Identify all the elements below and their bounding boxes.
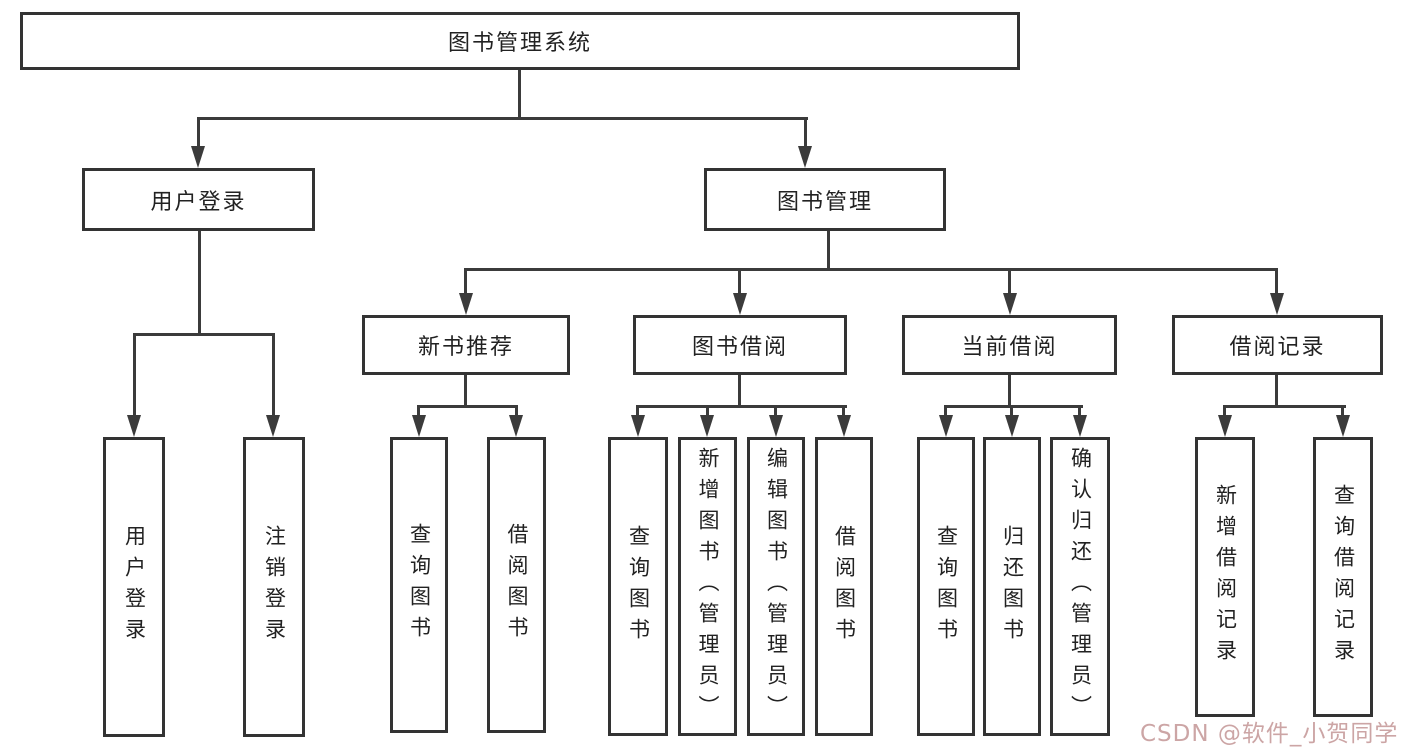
leaf-query-books-current: 查询图书: [917, 437, 975, 736]
arrow-down-icon: [1073, 415, 1087, 437]
arrow-down-icon: [459, 293, 473, 315]
connector-l2-branch: [197, 117, 808, 120]
leaf-return-books: 归还图书: [983, 437, 1041, 736]
leaf-query-books-recommend: 查询图书: [390, 437, 448, 733]
leaf-label: 编辑图书（管理员）: [764, 447, 789, 726]
arrow-down-icon: [837, 415, 851, 437]
leaf-label: 归还图书: [1000, 524, 1025, 649]
connector-drop: [133, 333, 136, 417]
leaf-add-book-admin: 新增图书（管理员）: [678, 437, 737, 736]
arrow-down-icon: [1003, 293, 1017, 315]
leaf-label: 用户登录: [122, 525, 147, 649]
arrow-down-icon: [1005, 415, 1019, 437]
arrow-down-icon: [769, 415, 783, 437]
leaf-label: 借阅图书: [832, 524, 857, 649]
arrow-down-icon: [412, 415, 426, 437]
connector-drop: [1078, 405, 1081, 417]
connector-stem: [1275, 375, 1278, 407]
arrow-down-icon: [1336, 415, 1350, 437]
arrow-down-icon: [266, 415, 280, 437]
connector-drop: [515, 405, 518, 417]
connector-drop: [1010, 405, 1013, 417]
connector-drop: [197, 117, 200, 147]
connector-drop: [636, 405, 639, 417]
connector-drop: [1341, 405, 1344, 417]
connector-stem: [464, 375, 467, 407]
connector-branch: [133, 333, 275, 336]
connector-drop: [1275, 268, 1278, 295]
leaf-label: 查询图书: [407, 523, 432, 647]
connector-drop: [774, 405, 777, 417]
leaf-label: 借阅图书: [505, 523, 530, 647]
leaf-label: 查询图书: [626, 524, 651, 649]
connector-root-stem: [518, 70, 521, 118]
leaf-label: 确认归还（管理员）: [1068, 447, 1093, 726]
connector-stem: [198, 231, 201, 335]
leaf-confirm-return-admin: 确认归还（管理员）: [1050, 437, 1110, 736]
connector-drop: [464, 268, 467, 295]
connector-drop: [417, 405, 420, 417]
leaf-borrow-books-recommend: 借阅图书: [487, 437, 546, 733]
leaf-query-borrow-record: 查询借阅记录: [1313, 437, 1373, 717]
leaf-user-login: 用户登录: [103, 437, 165, 737]
connector-stem: [827, 231, 830, 271]
connector-l3-branch: [464, 268, 1278, 271]
leaf-label: 查询图书: [934, 524, 959, 649]
arrow-down-icon: [733, 293, 747, 315]
arrow-down-icon: [1270, 293, 1284, 315]
leaf-edit-book-admin: 编辑图书（管理员）: [747, 437, 805, 736]
leaf-label: 查询借阅记录: [1331, 484, 1356, 670]
arrow-down-icon: [191, 146, 205, 168]
node-root: 图书管理系统: [20, 12, 1020, 70]
arrow-down-icon: [127, 415, 141, 437]
leaf-label: 新增借阅记录: [1213, 484, 1238, 670]
connector-stem: [738, 375, 741, 407]
connector-drop: [1008, 268, 1011, 295]
leaf-label: 新增图书（管理员）: [696, 447, 721, 726]
node-current-borrowing: 当前借阅: [902, 315, 1117, 375]
connector-drop: [272, 333, 275, 417]
connector-drop: [738, 268, 741, 295]
connector-stem: [1008, 375, 1011, 407]
arrow-down-icon: [509, 415, 523, 437]
leaf-logout: 注销登录: [243, 437, 305, 737]
arrow-down-icon: [939, 415, 953, 437]
node-borrowing-records: 借阅记录: [1172, 315, 1383, 375]
connector-branch: [1223, 405, 1346, 408]
node-user-login: 用户登录: [82, 168, 315, 231]
connector-drop: [1223, 405, 1226, 417]
connector-branch: [417, 405, 518, 408]
arrow-down-icon: [631, 415, 645, 437]
connector-branch: [944, 405, 1083, 408]
connector-branch: [636, 405, 847, 408]
csdn-watermark: CSDN @软件_小贺同学: [1140, 721, 1399, 747]
arrow-down-icon: [798, 146, 812, 168]
connector-drop: [944, 405, 947, 417]
connector-drop: [842, 405, 845, 417]
leaf-query-books-borrowing: 查询图书: [608, 437, 668, 736]
node-book-borrowing: 图书借阅: [633, 315, 847, 375]
connector-drop: [804, 117, 807, 147]
leaf-borrow-books: 借阅图书: [815, 437, 873, 736]
node-new-book-recommendation: 新书推荐: [362, 315, 570, 375]
connector-drop: [706, 405, 709, 417]
arrow-down-icon: [700, 415, 714, 437]
leaf-label: 注销登录: [262, 525, 287, 649]
leaf-add-borrow-record: 新增借阅记录: [1195, 437, 1255, 717]
arrow-down-icon: [1218, 415, 1232, 437]
node-book-management: 图书管理: [704, 168, 946, 231]
